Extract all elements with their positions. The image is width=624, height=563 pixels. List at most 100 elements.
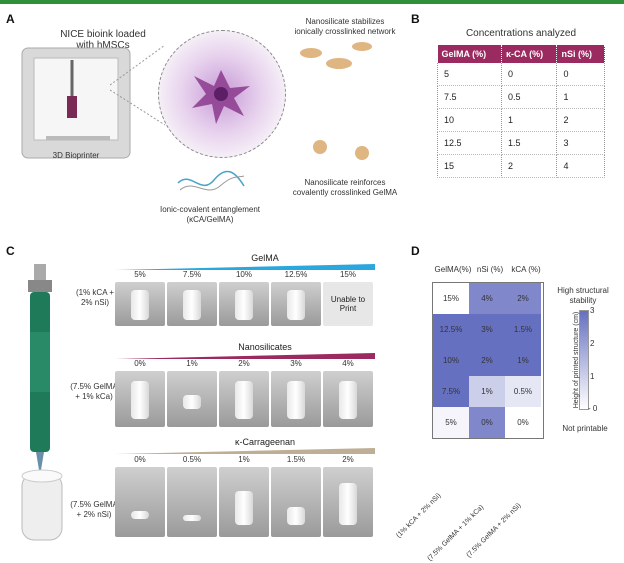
unable-line2: Print xyxy=(339,304,357,313)
sample-photo xyxy=(115,467,165,537)
section-title-carrageenan: κ-Carrageenan xyxy=(234,437,296,447)
sample-photo xyxy=(167,467,217,537)
header-kca: κ-CA (%) xyxy=(501,45,558,63)
sample-label: 7.5% xyxy=(182,270,202,279)
annotation-entangle-line1: Ionic-covalent entanglement xyxy=(159,205,261,214)
colorbar-bottom-label: Not printable xyxy=(562,424,608,433)
section-title-nanosilicates: Nanosilicates xyxy=(238,342,292,352)
header-gelma: GelMA (%) xyxy=(437,45,502,63)
sample-photo xyxy=(323,371,373,427)
sample-photo xyxy=(271,467,321,537)
annotation-covalent-line2: covalently crosslinked GelMA xyxy=(292,188,398,197)
sample-photo xyxy=(219,282,269,326)
heatmap-cell: 1.5% xyxy=(505,314,541,345)
heatmap-cell: 10% xyxy=(433,345,469,376)
syringe-illustration xyxy=(21,264,63,541)
nanosilicate-gradient-wedge xyxy=(115,353,375,359)
gelma-nanosilicate-icon xyxy=(355,146,369,160)
nanosilicate-disc xyxy=(352,42,372,51)
cell-illustration xyxy=(192,70,250,124)
gelma-gradient-wedge xyxy=(115,264,375,270)
heatmap-cell: 4% xyxy=(469,283,505,314)
heatmap-cell: 2% xyxy=(469,345,505,376)
sample-label: 4% xyxy=(342,359,354,368)
heatmap-cell: 0% xyxy=(505,407,541,438)
sample-photo xyxy=(219,371,269,427)
heatmap-cell: 7.5% xyxy=(433,376,469,407)
x-tick-label: (7.5% GelMA + 1% kCa) xyxy=(426,503,486,563)
sample-photo xyxy=(115,282,165,326)
condition-label-gelma-line1: (1% kCA + xyxy=(75,288,114,297)
heatmap-cell: 3% xyxy=(469,314,505,345)
sample-photo xyxy=(271,282,321,326)
heatmap-col-header: GelMA(%) xyxy=(434,265,472,274)
panel-label-b: B xyxy=(411,12,420,26)
page-top-bar xyxy=(0,0,624,4)
sample-label: 15% xyxy=(339,270,356,279)
table-cell: 3 xyxy=(556,131,605,155)
table-cell: 5 xyxy=(437,63,502,86)
table-cell: 0 xyxy=(501,63,558,86)
colorbar-tick: 1 xyxy=(590,372,595,381)
table-cell: 1.5 xyxy=(501,131,558,155)
heatmap-cell: 1% xyxy=(505,345,541,376)
heatmap-frame xyxy=(432,282,544,439)
colorbar-tick: 2 xyxy=(590,339,595,348)
annotation-ionic-line1: Nanosilicate stabilizes xyxy=(305,17,385,26)
sample-label: 1% xyxy=(238,455,250,464)
annotation-entangle-line2: (κCA/GelMA) xyxy=(186,215,234,224)
table-cell: 4 xyxy=(556,154,605,178)
sample-label: 5% xyxy=(134,270,146,279)
heatmap-cell: 5% xyxy=(433,407,469,438)
carrageenan-gradient-wedge xyxy=(115,448,375,454)
table-cell: 10 xyxy=(437,108,502,132)
zoom-lines xyxy=(110,44,166,126)
condition-label-kca-line2: + 2% nSi) xyxy=(76,510,112,519)
sample-label: 1.5% xyxy=(286,455,306,464)
table-cell: 0 xyxy=(556,63,605,86)
sample-label: 3% xyxy=(290,359,302,368)
heatmap-cell: 0.5% xyxy=(505,376,541,407)
heatmap-cell: 15% xyxy=(433,283,469,314)
header-nsi: nSi (%) xyxy=(556,45,605,63)
x-tick-label: (1% kCA + 2% nSi) xyxy=(395,492,443,540)
sample-photo xyxy=(167,282,217,326)
table-cell: 7.5 xyxy=(437,85,502,109)
sample-label: 0% xyxy=(134,359,146,368)
entanglement-fiber-icon xyxy=(177,170,245,191)
condition-label-gelma-line2: 2% nSi) xyxy=(80,298,109,307)
heatmap-cell: 1% xyxy=(469,376,505,407)
condition-label-nsi-line1: (7.5% GelMA xyxy=(70,382,118,391)
table-cell: 0.5 xyxy=(501,85,558,109)
heatmap-cell: 0% xyxy=(469,407,505,438)
sample-label: 1% xyxy=(186,359,198,368)
nanosilicate-disc xyxy=(300,48,322,58)
gelma-nanosilicate-icon xyxy=(313,140,327,154)
colorbar-tick: 3 xyxy=(590,306,595,315)
printer-label: 3D Bioprinter xyxy=(52,151,100,160)
table-header-row: GelMA (%) κ-CA (%) nSi (%) xyxy=(437,45,605,63)
heatmap-cell: 2% xyxy=(505,283,541,314)
sample-photo xyxy=(323,467,373,537)
bioink-label-line2: with hMSCs xyxy=(76,40,130,51)
annotation-ionic-line2: ionically crosslinked network xyxy=(294,27,396,36)
colorbar xyxy=(579,310,589,410)
panel-label-d: D xyxy=(411,244,420,258)
colorbar-top-label-line2: stability xyxy=(569,296,597,305)
unable-to-print-placeholder: Unable to Print xyxy=(323,282,373,326)
sample-label: 0% xyxy=(134,455,146,464)
bioprinter-illustration xyxy=(21,47,131,159)
table-cell: 15 xyxy=(437,154,502,178)
colorbar-title: Height of printed structure (cm) xyxy=(573,311,580,409)
sample-photo xyxy=(271,371,321,427)
condition-label-kca-line1: (7.5% GelMA xyxy=(70,500,118,509)
sample-label: 12.5% xyxy=(284,270,308,279)
table-cell: 2 xyxy=(556,108,605,132)
condition-label-nsi-line2: + 1% kCa) xyxy=(75,392,113,401)
heatmap-col-header: nSi (%) xyxy=(476,265,504,274)
